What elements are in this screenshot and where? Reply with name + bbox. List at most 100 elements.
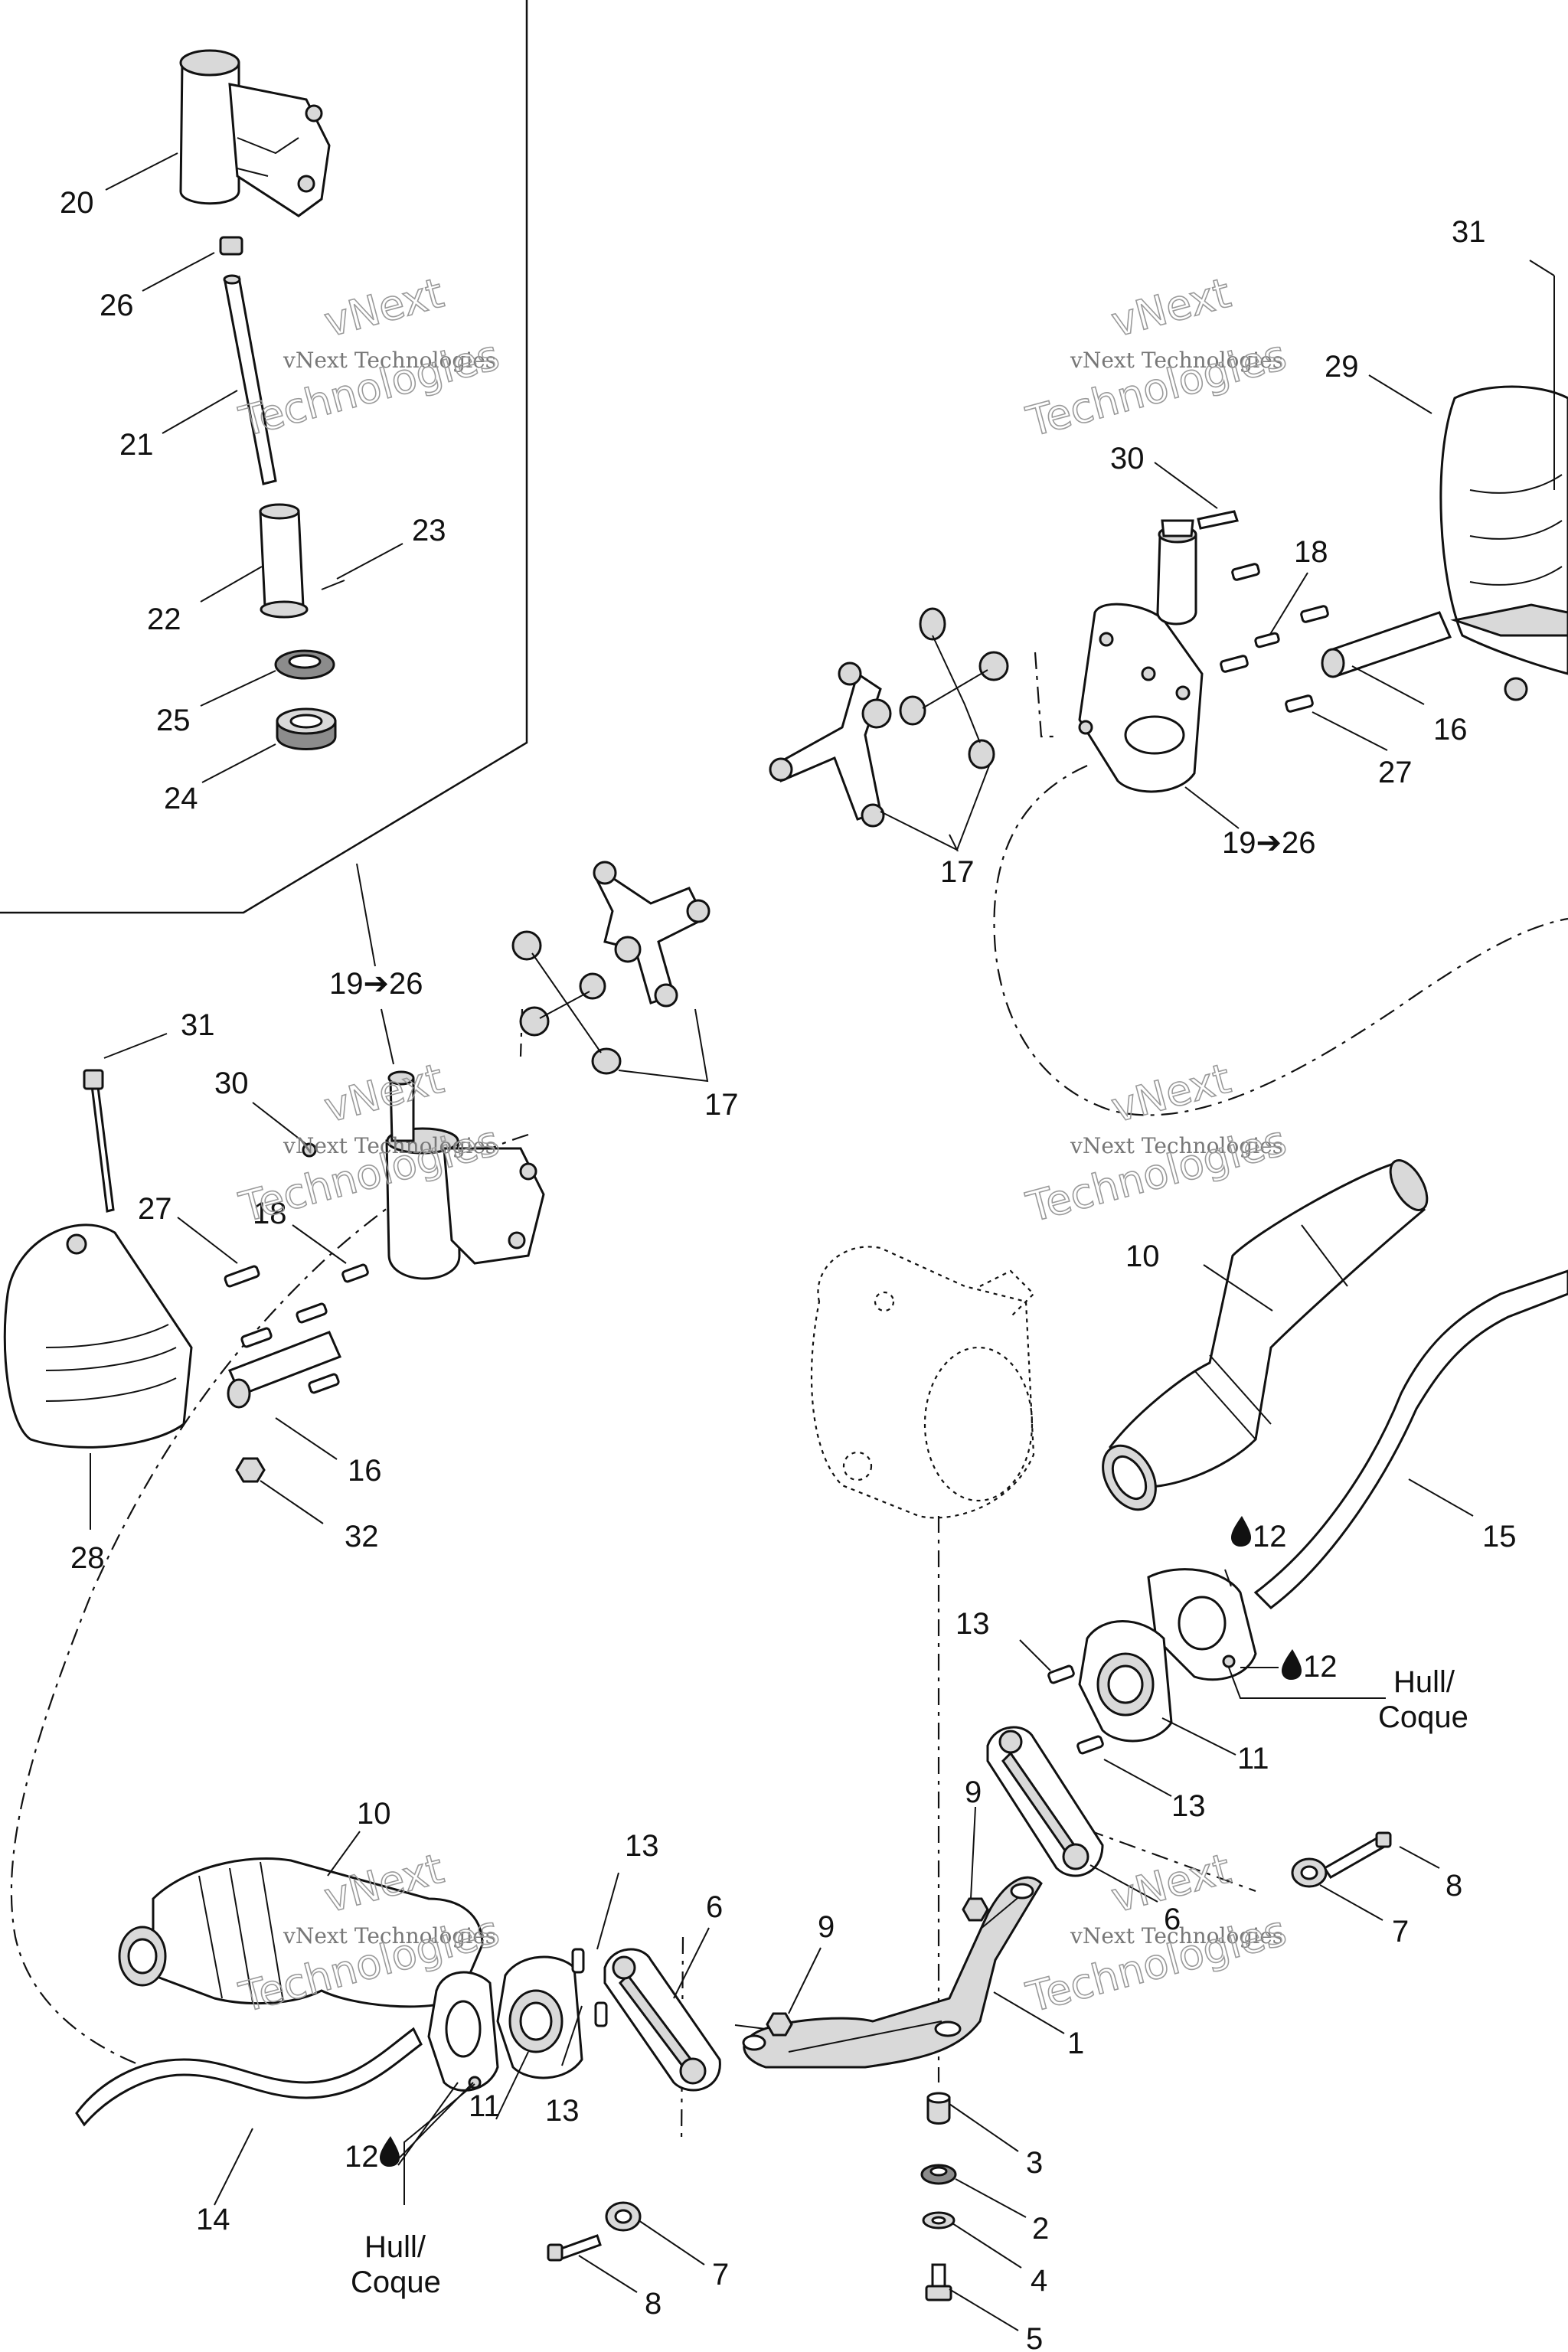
part-12-gasket-right xyxy=(1147,1568,1257,1681)
callout-3: 3 xyxy=(1026,2146,1043,2180)
outline-hull-left xyxy=(10,1133,529,2076)
bolt-30-left xyxy=(302,1142,317,1158)
watermark-4: vNext vNext Technologies Technologies xyxy=(1021,1054,1292,1233)
link-rod-stub xyxy=(734,2024,766,2030)
part-16-clamp-right xyxy=(1321,611,1452,678)
part-23-pin xyxy=(321,580,345,590)
watermark-2: vNext vNext Technologies Technologies xyxy=(1021,268,1292,447)
callout-30: 30 xyxy=(214,1067,249,1100)
drop-icon xyxy=(1282,1649,1302,1680)
callout-22: 22 xyxy=(147,603,181,636)
bolt-27-right xyxy=(1285,694,1314,713)
part-4-washer xyxy=(922,2211,956,2230)
callout-13: 13 xyxy=(956,1607,990,1641)
reference-housing-dotted xyxy=(810,1246,1035,1519)
callout-8: 8 xyxy=(1446,1869,1462,1903)
bolt-13-right-b xyxy=(1076,1735,1104,1755)
callout-11: 11 xyxy=(469,2089,501,2123)
hull-note-right-line2: Coque xyxy=(1378,1700,1468,1734)
leader-lines xyxy=(90,152,1555,2331)
part-11-flange-left xyxy=(496,1955,583,2079)
callout-10: 10 xyxy=(1125,1240,1160,1273)
part-31-bolt-left xyxy=(83,1069,115,1213)
drop-icon xyxy=(380,2136,400,2167)
callout-19-26: 19➔26 xyxy=(329,967,423,1001)
callout-31: 31 xyxy=(1452,215,1486,249)
svg-text:vNext Technologies: vNext Technologies xyxy=(283,1923,496,1949)
callout-9: 9 xyxy=(818,1910,835,1944)
callout-12: 12 xyxy=(1253,1520,1287,1553)
callout-5: 5 xyxy=(1026,2322,1043,2352)
bolt-13-right-a xyxy=(1047,1664,1075,1684)
callout-29: 29 xyxy=(1325,350,1359,384)
part-25-seal xyxy=(274,649,335,680)
bolt-18-right-2 xyxy=(1300,605,1329,623)
svg-text:vNext Technologies: vNext Technologies xyxy=(1070,1923,1283,1949)
callout-15: 15 xyxy=(1482,1520,1517,1553)
part-22-bushing xyxy=(259,503,309,619)
part-5-bolt xyxy=(925,2263,952,2301)
part-17-links-left xyxy=(511,930,622,1075)
part-9-nut-left xyxy=(766,2012,793,2037)
callout-6: 6 xyxy=(1164,1903,1181,1936)
svg-text:vNext: vNext xyxy=(319,1054,449,1132)
part-10-boot-right xyxy=(1102,1159,1429,1511)
hull-note-left-line1: Hull/ xyxy=(364,2230,426,2264)
part-20-support-housing xyxy=(179,49,331,217)
inset-frame xyxy=(0,0,528,914)
part-15-hose-right xyxy=(1253,1269,1568,1609)
hull-note-left: Hull/ Coque xyxy=(351,2230,441,2299)
part-12-gasket-left xyxy=(427,1971,499,2092)
bolt-18-right-3 xyxy=(1254,632,1280,648)
callout-4: 4 xyxy=(1031,2264,1047,2298)
drop-icon xyxy=(1231,1516,1251,1547)
part-6-lever-right xyxy=(986,1726,1104,1877)
callout-12: 12 xyxy=(1303,1650,1338,1684)
callout-17: 17 xyxy=(704,1088,739,1122)
part-1-bracket xyxy=(742,1876,1043,2069)
svg-text:vNext: vNext xyxy=(319,269,449,347)
callout-labels: 20 26 21 23 22 25 24 31 29 30 18 16 27 1… xyxy=(60,186,1517,2352)
svg-text:vNext Technologies: vNext Technologies xyxy=(1070,1133,1283,1158)
callout-7: 7 xyxy=(1392,1915,1409,1949)
callout-28: 28 xyxy=(70,1541,105,1575)
callout-12: 12 xyxy=(345,2140,379,2174)
bolt-18-right-4 xyxy=(1220,655,1249,673)
callout-24: 24 xyxy=(164,782,198,815)
callout-1: 1 xyxy=(1067,2027,1084,2060)
callout-2: 2 xyxy=(1032,2212,1049,2246)
svg-text:vNext Technologies: vNext Technologies xyxy=(283,1133,496,1158)
part-17-arm-left xyxy=(593,861,710,1008)
leader-right-arm xyxy=(1086,1828,1256,1893)
svg-text:vNext: vNext xyxy=(1106,1054,1236,1132)
svg-text:vNext Technologies: vNext Technologies xyxy=(1070,348,1283,373)
callout-18: 18 xyxy=(253,1197,287,1230)
part-11-flange-right xyxy=(1078,1620,1173,1743)
inset-pointer-line xyxy=(356,863,376,967)
part-24-nut xyxy=(276,707,337,750)
part-8-bolt-left xyxy=(547,2234,602,2262)
hull-note-left-line2: Coque xyxy=(351,2265,441,2299)
callout-13: 13 xyxy=(625,1829,659,1863)
bolt-13-left-b xyxy=(594,2001,608,2027)
callout-21: 21 xyxy=(119,428,154,462)
bolt-18-right-1 xyxy=(1231,563,1260,581)
callout-19-26: 19➔26 xyxy=(1222,826,1316,860)
part-3-spacer xyxy=(926,2092,951,2125)
callout-27: 27 xyxy=(138,1192,172,1226)
hull-note-right: Hull/ Coque xyxy=(1378,1665,1468,1734)
svg-text:vNext Technologies: vNext Technologies xyxy=(283,348,496,373)
outline-hull-right xyxy=(993,764,1568,1116)
part-16-clamp-left xyxy=(227,1331,342,1409)
part-32-nut xyxy=(235,1457,266,1483)
part-6-lever-left xyxy=(603,1948,721,2092)
callout-26: 26 xyxy=(100,289,134,322)
callout-16: 16 xyxy=(348,1454,382,1488)
bolt-27-left xyxy=(224,1265,260,1288)
part-8-bolt-right xyxy=(1322,1831,1392,1879)
callout-11: 11 xyxy=(1237,1742,1269,1775)
part-19-housing-left xyxy=(385,1070,545,1280)
part-26-plug xyxy=(219,236,243,256)
callout-32: 32 xyxy=(345,1520,379,1553)
callout-27: 27 xyxy=(1378,756,1413,789)
